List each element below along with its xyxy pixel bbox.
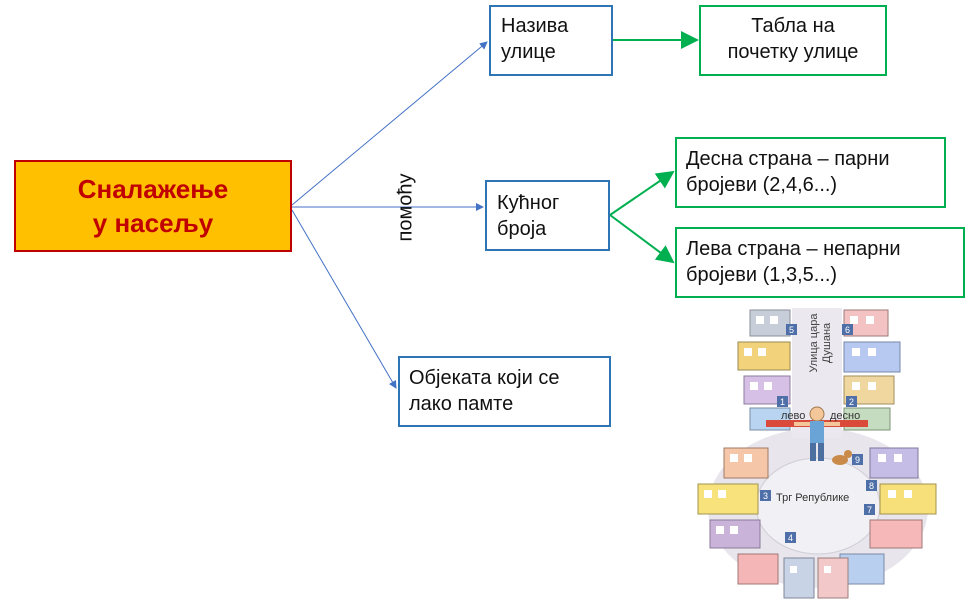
square-center <box>755 457 881 555</box>
node-right-side-line2: бројеви (2,4,6...) <box>686 174 838 196</box>
main-topic-line1: Сналажење <box>77 174 229 204</box>
svg-text:9: 9 <box>855 455 860 465</box>
house-number-badge: 7 <box>864 504 875 515</box>
house-number-badge: 8 <box>866 480 877 491</box>
buildings-left <box>697 309 791 585</box>
house-number-badge: 1 <box>777 396 788 407</box>
svg-text:8: 8 <box>869 481 874 491</box>
node-landmarks-line1: Објеката који се <box>409 367 560 389</box>
house-number-badge: 4 <box>785 532 796 543</box>
node-left-side-line1: Лева страна – непарни <box>686 238 901 260</box>
node-street-sign: Табла на почетку улице <box>699 5 887 76</box>
left-label: лево <box>781 410 805 422</box>
arrow-to-landmarks <box>291 209 397 389</box>
svg-text:1: 1 <box>780 397 785 407</box>
node-right-side: Десна страна – парни бројеви (2,4,6...) <box>675 137 946 208</box>
neighborhood-illustration: Улица цара Душана лево десно Трг Републи… <box>697 308 937 599</box>
node-street-name: Назива улице <box>489 5 613 76</box>
house-number-badge: 5 <box>786 324 797 335</box>
dog-figure <box>832 450 852 465</box>
node-house-number-line1: Кућног <box>497 192 560 214</box>
buildings-bottom <box>783 557 849 599</box>
svg-text:6: 6 <box>845 325 850 335</box>
svg-text:5: 5 <box>789 325 794 335</box>
square-label: Трг Републике <box>776 492 849 504</box>
connector-label-text: помоћу <box>394 173 417 241</box>
node-house-number-line2: броја <box>497 218 547 240</box>
house-number-badge: 3 <box>760 490 771 501</box>
node-house-number: Кућног броја <box>485 180 610 251</box>
street-label-2: Душана <box>821 322 833 363</box>
boy-figure <box>794 406 840 461</box>
main-topic: Сналажење у насељу <box>14 160 292 252</box>
street-label-1: Улица цара <box>808 313 820 373</box>
house-number-badge: 9 <box>852 454 863 465</box>
node-street-name-line1: Назива <box>501 15 569 37</box>
node-street-sign-line2: почетку улице <box>727 41 859 63</box>
connector-label: помоћу <box>388 162 424 252</box>
svg-text:2: 2 <box>849 397 854 407</box>
node-street-name-line2: улице <box>501 41 556 63</box>
main-topic-line2: у насељу <box>92 208 214 238</box>
house-number-badge: 6 <box>842 324 853 335</box>
node-right-side-line1: Десна страна – парни <box>686 148 890 170</box>
right-label: десно <box>830 410 860 422</box>
node-landmarks: Објеката који се лако памте <box>398 356 611 427</box>
arrow-to-street-name <box>291 41 488 206</box>
svg-text:4: 4 <box>788 533 793 543</box>
svg-text:3: 3 <box>763 491 768 501</box>
node-landmarks-line2: лако памте <box>409 393 514 415</box>
node-left-side: Лева страна – непарни бројеви (1,3,5...) <box>675 227 965 298</box>
arrow-to-right-side <box>609 170 675 216</box>
node-street-sign-line1: Табла на <box>751 15 835 37</box>
arrow-to-left-side <box>609 214 675 264</box>
node-left-side-line2: бројеви (1,3,5...) <box>686 264 838 286</box>
svg-text:7: 7 <box>867 505 872 515</box>
house-number-badge: 2 <box>846 396 857 407</box>
